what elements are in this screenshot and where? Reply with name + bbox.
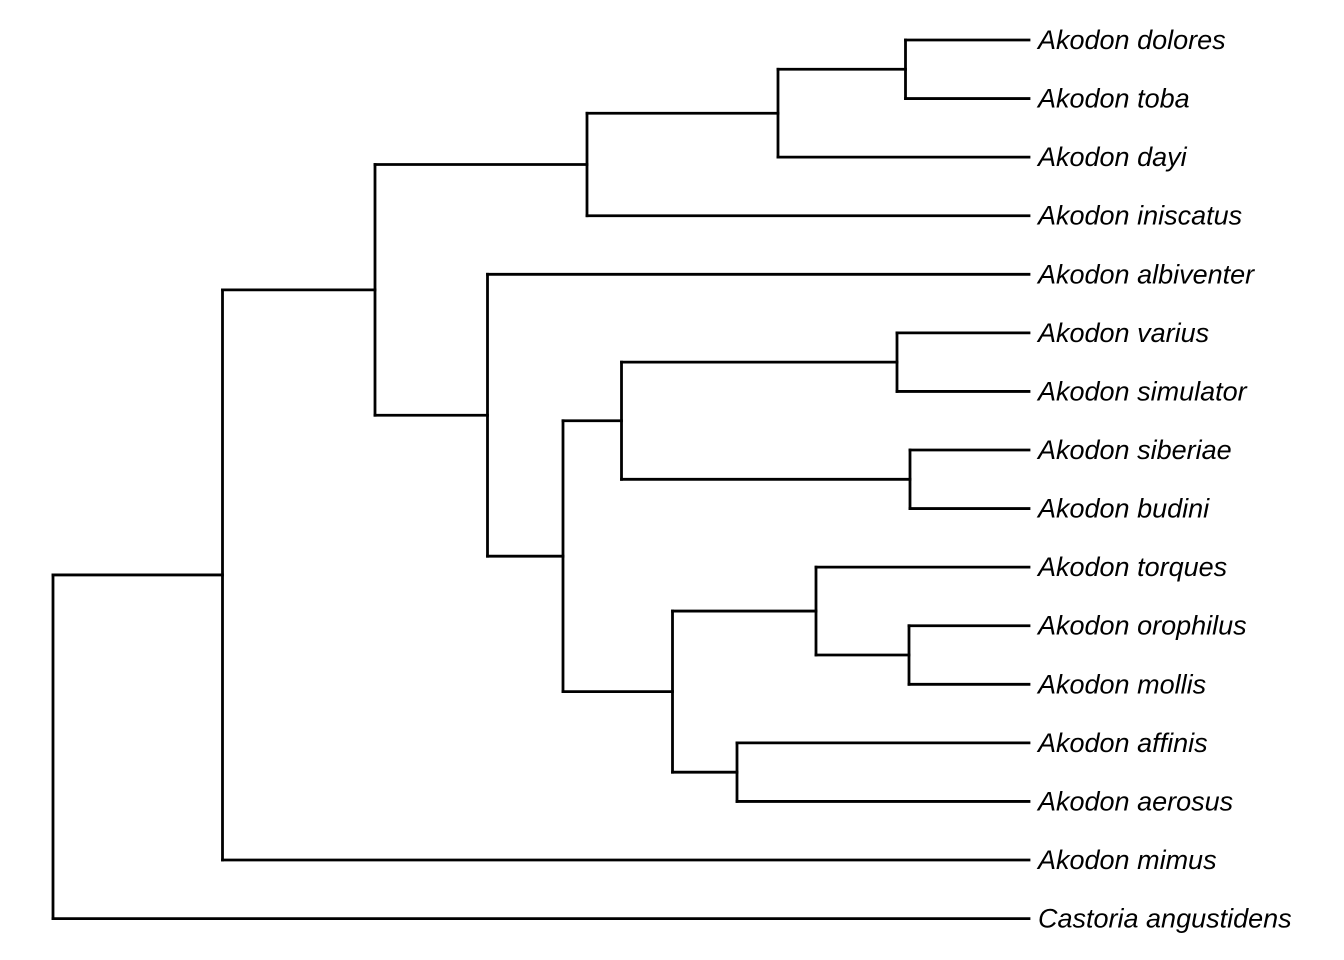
tip-label: Akodon torques bbox=[1036, 552, 1227, 582]
tip-label: Akodon siberiae bbox=[1036, 435, 1232, 465]
tip-label: Akodon aerosus bbox=[1036, 786, 1233, 816]
tip-label: Akodon varius bbox=[1036, 318, 1209, 348]
tip-label: Akodon mollis bbox=[1036, 669, 1206, 699]
tip-label: Akodon simulator bbox=[1036, 376, 1248, 406]
tip-label: Akodon dayi bbox=[1036, 142, 1188, 172]
tip-label: Akodon iniscatus bbox=[1036, 201, 1242, 231]
tip-label: Akodon albiventer bbox=[1036, 259, 1255, 289]
tip-label: Akodon affinis bbox=[1036, 728, 1208, 758]
tip-label: Akodon dolores bbox=[1036, 25, 1226, 55]
tip-label: Akodon budini bbox=[1036, 494, 1210, 524]
tip-label: Akodon toba bbox=[1036, 84, 1190, 114]
tip-label: Akodon orophilus bbox=[1036, 611, 1247, 641]
tip-label: Castoria angustidens bbox=[1038, 904, 1292, 934]
tip-label: Akodon mimus bbox=[1036, 845, 1217, 875]
